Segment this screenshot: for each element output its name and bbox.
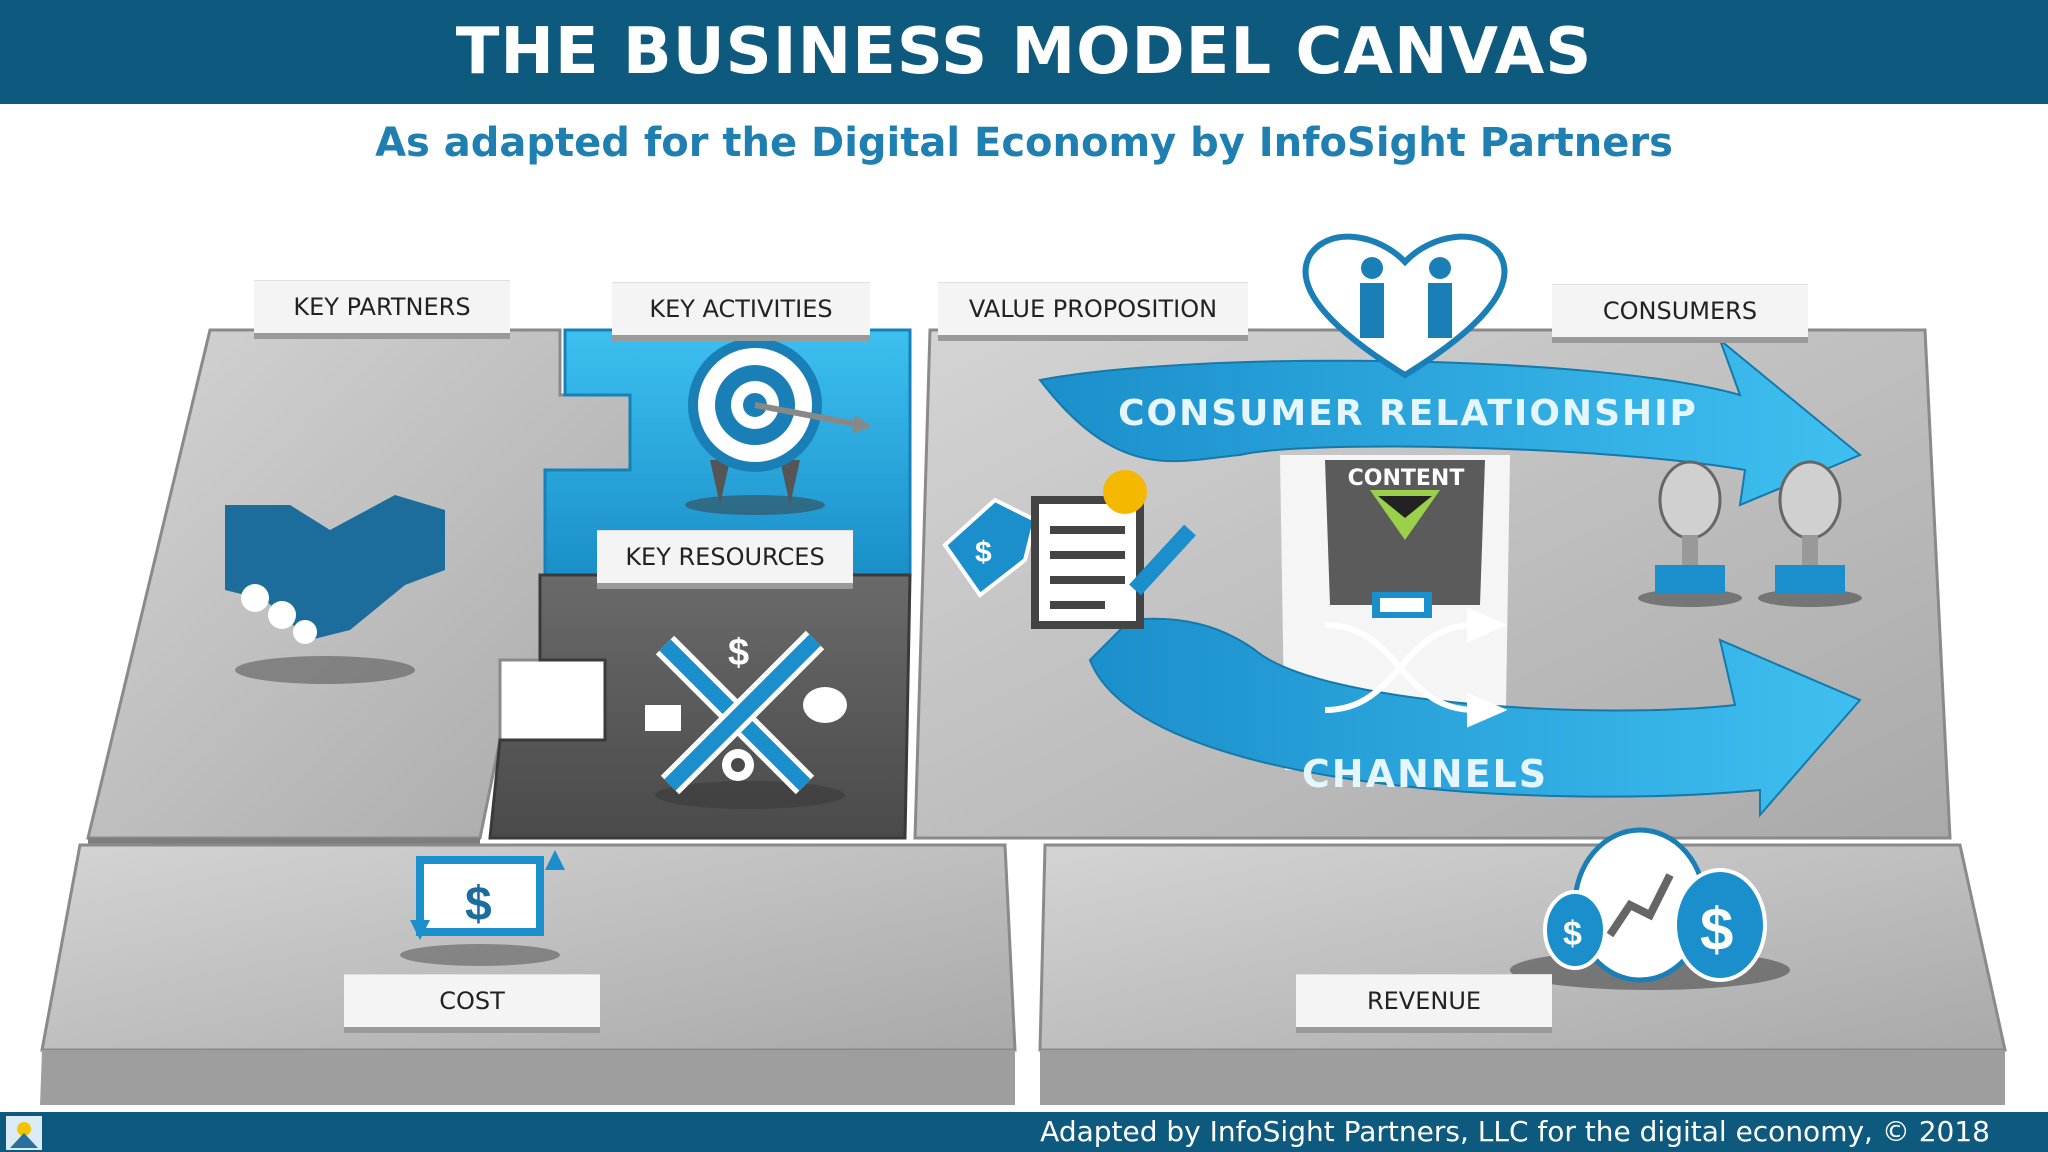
value-proposition-label: VALUE PROPOSITION [938,282,1248,335]
content-board [1325,460,1485,618]
infosight-logo-icon [6,1116,42,1150]
revenue-block [1038,843,2007,1105]
svg-text:$: $ [975,536,992,569]
svg-text:$: $ [1563,915,1582,953]
consumer-relationship-arrow [1038,336,1862,507]
page-title: THE BUSINESS MODEL CANVAS [455,15,1593,89]
page-subtitle: As adapted for the Digital Economy by In… [375,120,1673,166]
document-icon [1031,470,1196,629]
target-icon [685,338,872,515]
svg-text:$: $ [465,878,492,931]
content-label: CONTENT [1348,466,1465,491]
cost-label: COST [344,974,600,1027]
consumer-avatars-icon [1638,460,1862,607]
cost-cycle-icon: $ [400,850,565,966]
footer-text: Adapted by InfoSight Partners, LLC for t… [1040,1115,1990,1148]
shuffle-icon [1324,607,1508,728]
price-tag-icon: $ [942,497,1038,598]
revenue-label: REVENUE [1296,974,1552,1027]
channels-label: CHANNELS [1302,752,1548,796]
key-activities-label: KEY ACTIVITIES [612,282,870,335]
heart-handshake-icon [1302,233,1508,379]
key-partners-label: KEY PARTNERS [254,280,510,333]
key-resources-label: KEY RESOURCES [597,530,853,583]
handshake-icon [225,495,445,684]
title-banner: THE BUSINESS MODEL CANVAS [0,0,2048,104]
svg-text:$: $ [728,632,749,674]
svg-text:$: $ [1700,896,1733,963]
consumers-label: CONSUMERS [1552,284,1808,337]
money-bags-icon: $ $ [1510,827,1790,990]
tools-icon: $ [645,630,847,809]
consumer-relationship-label: CONSUMER RELATIONSHIP [1118,393,1698,434]
footer-bar: Adapted by InfoSight Partners, LLC for t… [0,1112,2048,1152]
